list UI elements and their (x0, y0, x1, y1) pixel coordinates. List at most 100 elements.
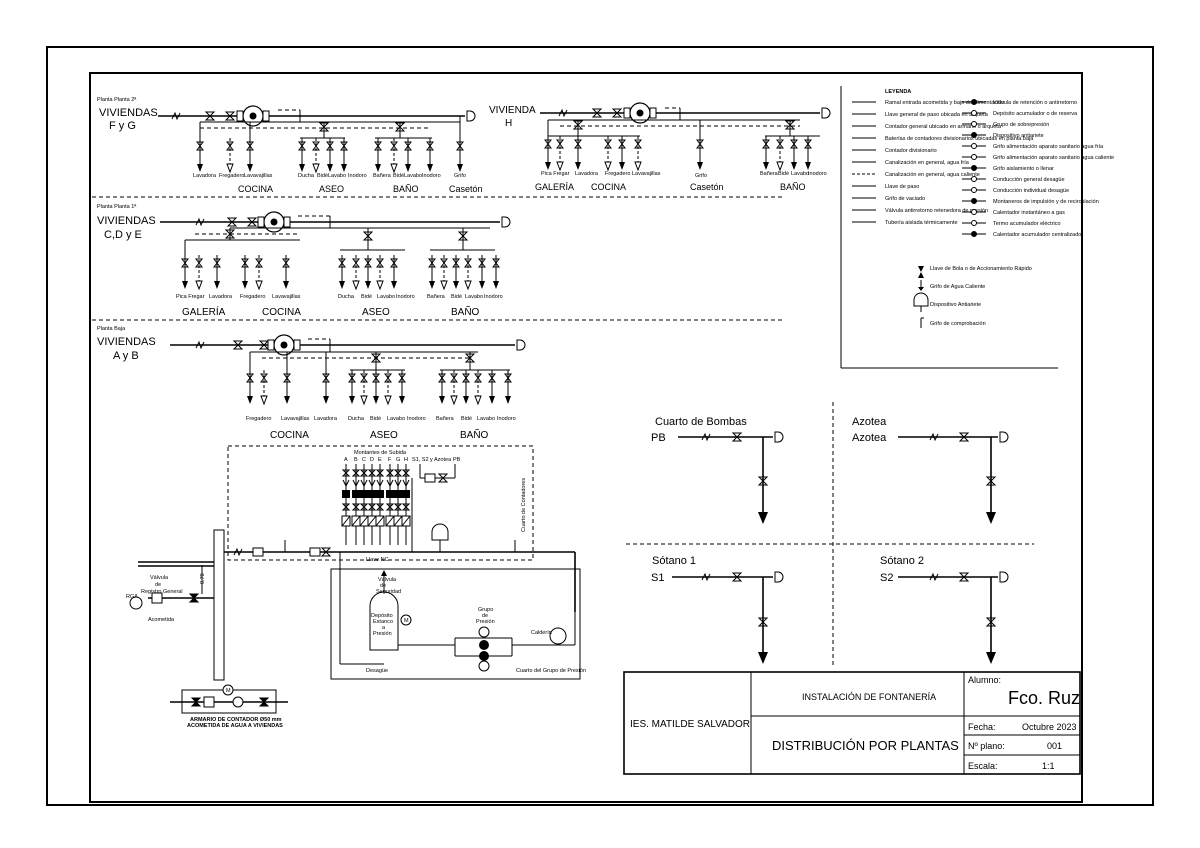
legend-symbol-mark (971, 143, 977, 149)
plano-value: 001 (1047, 741, 1062, 751)
counter-column (359, 464, 369, 545)
fixture-label: Lavabo (465, 294, 483, 300)
legend-symbol-mark (971, 154, 977, 160)
fixture-label: Lavadora (314, 416, 338, 422)
fixture-label: Inodoro (497, 416, 516, 422)
legend-item-text: Grifo alimentación aparato sanitario agu… (993, 144, 1104, 150)
rga-meter (129, 596, 143, 610)
other-name: Azotea (852, 416, 887, 428)
counter-pb-label: PB (453, 457, 461, 463)
fixture-label: Bañera (760, 171, 779, 177)
legend-item-text: Baterías de contadores divisionarios ubi… (885, 136, 1034, 142)
cabinet-text: ACOMETIDA DE AGUA A VIVIENDAS (187, 723, 283, 729)
entry-dim: 0.70 (200, 573, 206, 584)
tank-label: Estanco (373, 619, 393, 625)
fixture-label: Bañera (373, 173, 392, 179)
room-label: COCINA (591, 182, 626, 192)
fixture-label: Bidé (778, 171, 789, 177)
section-subtitle: A y B (113, 350, 139, 362)
legend-symbol-mark (971, 198, 977, 204)
legend-item-text: Canalización en general, agua caliente (885, 172, 980, 178)
legend-lower-text: Grifo de Agua Caliente (930, 284, 985, 290)
fecha-value: Octubre 2023 (1022, 722, 1077, 732)
counter-letter: D (370, 457, 374, 463)
fixture-label: Ducha (348, 416, 365, 422)
fixture-label: Grifo (454, 173, 466, 179)
legend-item-text: Contador general ubicado en armario o ar… (885, 124, 1002, 130)
legend-item-text: Montaneros de impulsión y de recirculaci… (993, 199, 1099, 205)
entry-valve-label: Válvula (150, 575, 169, 581)
legend-item-text: Conducción general desagüe (993, 177, 1065, 183)
legend-item-text: Válvula de retención o antirretorno (993, 100, 1077, 106)
room-label: ASEO (370, 430, 398, 441)
fixture-label: Inodoro (808, 171, 827, 177)
room-label: Casetón (690, 182, 724, 192)
legend: LEYENDA Ramal entrada acometida y bajo d… (840, 86, 1114, 369)
section-subtitle: H (505, 118, 512, 129)
fixture-label: Bidé (461, 416, 472, 422)
counter-letter: H (404, 457, 408, 463)
section-subtitle: C,D y E (104, 229, 142, 241)
other-code: S2 (880, 572, 893, 584)
fixture-label: Lavabo (377, 294, 395, 300)
fixture-label: Bidé (393, 173, 404, 179)
room-label: ASEO (319, 184, 344, 194)
counter-column (375, 464, 385, 545)
fixture-label: Fregadero (246, 416, 271, 422)
room-label: BAÑO (393, 184, 419, 194)
entry-valve-label: de (155, 582, 161, 588)
section-viviendas-fg: Planta Planta 2ª VIVIENDAS F y G (97, 96, 483, 194)
section-title: VIVIENDAS (97, 336, 156, 348)
azotea: Azotea Azotea (852, 416, 1009, 524)
tank-label: a (382, 625, 386, 631)
legend-item-text: Grifo de vaciado (885, 196, 925, 202)
alumno-value: Fco. Ruz (1008, 688, 1080, 708)
legend-symbol-mark (971, 165, 977, 171)
room-label: COCINA (262, 307, 301, 318)
room-label: BAÑO (451, 305, 480, 318)
section-title: VIVIENDAS (97, 215, 156, 227)
legend-symbol-mark (971, 209, 977, 215)
legend-symbol-mark (971, 220, 977, 226)
fecha-label: Fecha: (968, 722, 996, 732)
legend-symbol-mark (971, 176, 977, 182)
fixture-label: Pica Fregar (176, 294, 205, 300)
fixture-label: Lavavajillas (632, 171, 661, 177)
legend-lower-text: Grifo de comprobación (930, 321, 986, 327)
fixture-label: Bidé (361, 294, 372, 300)
pump-valve-label: Seguridad (376, 589, 401, 595)
fixture-label: Lavabo (477, 416, 495, 422)
legend-item-text: Grifo aislamiento o llenar (993, 166, 1054, 172)
fixture-label: Lavadora (193, 173, 217, 179)
other-name: Sótano 2 (880, 555, 924, 567)
fixture-label: Inodoro (396, 294, 415, 300)
group-label: Grupo (478, 607, 493, 613)
fixture-label: Bañera (427, 294, 446, 300)
counter-column (351, 464, 361, 545)
room-label: BAÑO (460, 428, 489, 441)
other-code: Azotea (852, 432, 887, 444)
other-code: S1 (651, 572, 664, 584)
legend-symbol-mark (971, 110, 977, 116)
counter-llave: Llave NC (366, 557, 389, 563)
counter-column (367, 464, 377, 545)
meter-cabinet: M ARMARIO DE CONTADOR Ø50 mm ACOMETIDA D… (170, 684, 288, 729)
legend-item-text: Llave de paso (885, 184, 919, 190)
legend-item-text: Llave general de paso ubicada en arqueta (885, 112, 989, 118)
counter-s-label: S1, S2 y Azotea (412, 457, 452, 463)
counter-letter: E (378, 457, 382, 463)
pump-m: M (404, 618, 409, 624)
section-subtitle: F y G (109, 120, 136, 132)
other-name: Sótano 1 (652, 555, 696, 567)
floor-label: Planta Planta 1ª (97, 203, 137, 210)
fixture-label: Lavavajillas (244, 173, 273, 179)
project-name: INSTALACIÓN DE FONTANERÍA (802, 692, 936, 702)
counter-letter: G (396, 457, 400, 463)
legend-item-text: Grupo de sobrepresión (993, 122, 1049, 128)
fixture-label: Lavadora (209, 294, 233, 300)
rga-label: RGA (126, 594, 138, 600)
fixture-label: Bidé (317, 173, 328, 179)
room-label: GALERÍA (182, 305, 226, 318)
counter-letter: A (344, 457, 348, 463)
